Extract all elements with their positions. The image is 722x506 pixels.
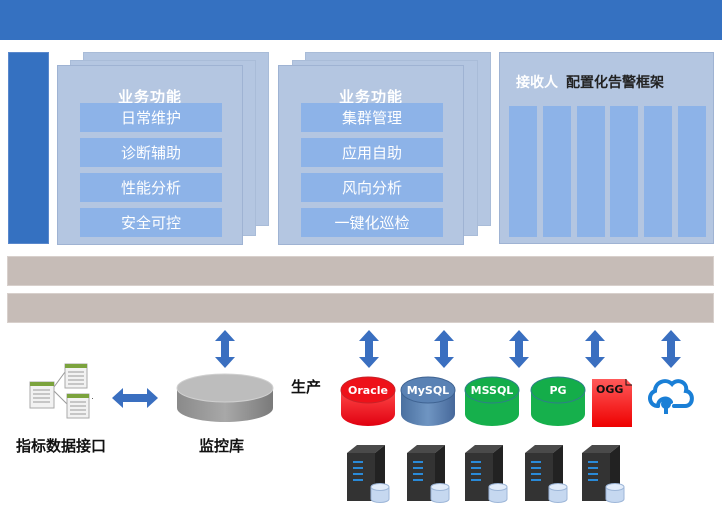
cloud-sync-icon[interactable]	[644, 374, 696, 418]
panel-title: 业务功能	[338, 88, 403, 106]
oracle-label: Oracle	[348, 384, 388, 397]
pg-label: PG	[549, 384, 567, 397]
double-arrow-vertical-icon	[509, 330, 529, 368]
alert-column-2	[543, 106, 571, 237]
function-item-cluster-management[interactable]: 集群管理	[301, 103, 443, 132]
layer-band-2	[7, 293, 714, 323]
mysql-database-icon[interactable]: MySQL	[400, 374, 456, 428]
function-item-security-control[interactable]: 安全可控	[80, 208, 222, 237]
production-label: 生产	[291, 378, 322, 396]
mysql-label: MySQL	[406, 384, 450, 397]
alert-column-5	[644, 106, 672, 237]
metrics-interface-label: 指标数据接口	[16, 437, 107, 455]
framework-label: 配置化告警框架	[566, 75, 664, 91]
ogg-document-icon[interactable]: OGG	[592, 379, 634, 427]
alert-column-3	[577, 106, 605, 237]
function-item-performance-analysis[interactable]: 性能分析	[80, 173, 222, 202]
mssql-database-icon[interactable]: MSSQL	[464, 374, 520, 428]
alert-column-6	[678, 106, 706, 237]
receiver-label: 接收人	[516, 75, 558, 91]
function-item-trend-analysis[interactable]: 风向分析	[301, 173, 443, 202]
double-arrow-vertical-icon	[585, 330, 605, 368]
alert-column-4	[610, 106, 638, 237]
double-arrow-vertical-icon	[661, 330, 681, 368]
top-banner	[0, 0, 722, 40]
oracle-database-icon[interactable]: Oracle	[340, 374, 396, 428]
pg-database-icon[interactable]: PG	[530, 374, 586, 428]
business-function-panel-2: 业务功能 集群管理 应用自助 风向分析 一键化巡检	[278, 65, 464, 245]
data-tables-icon	[29, 363, 93, 419]
alert-framework-panel: 接收人配置化告警框架	[499, 52, 714, 244]
double-arrow-vertical-icon	[434, 330, 454, 368]
double-arrow-vertical-icon	[215, 330, 235, 368]
monitor-database-icon	[176, 373, 274, 422]
alert-column-1	[509, 106, 537, 237]
function-item-diagnosis-assist[interactable]: 诊断辅助	[80, 138, 222, 167]
function-item-app-self-service[interactable]: 应用自助	[301, 138, 443, 167]
double-arrow-vertical-icon	[359, 330, 379, 368]
function-item-one-click-inspection[interactable]: 一键化巡检	[301, 208, 443, 237]
server-icon	[465, 445, 508, 503]
mssql-label: MSSQL	[470, 384, 514, 397]
function-item-daily-maintenance[interactable]: 日常维护	[80, 103, 222, 132]
business-function-panel-1: 业务功能 日常维护 诊断辅助 性能分析 安全可控	[57, 65, 243, 245]
server-icon	[407, 445, 450, 503]
ogg-label: OGG	[596, 383, 624, 396]
left-side-bar	[8, 52, 49, 244]
alert-panel-title: 接收人配置化告警框架	[516, 72, 664, 92]
panel-title: 业务功能	[117, 88, 182, 106]
monitor-db-label: 监控库	[199, 437, 245, 455]
double-arrow-horizontal-icon	[112, 388, 158, 408]
server-icon	[525, 445, 568, 503]
layer-band-1	[7, 256, 714, 286]
server-icon	[582, 445, 625, 503]
server-icon	[347, 445, 390, 503]
